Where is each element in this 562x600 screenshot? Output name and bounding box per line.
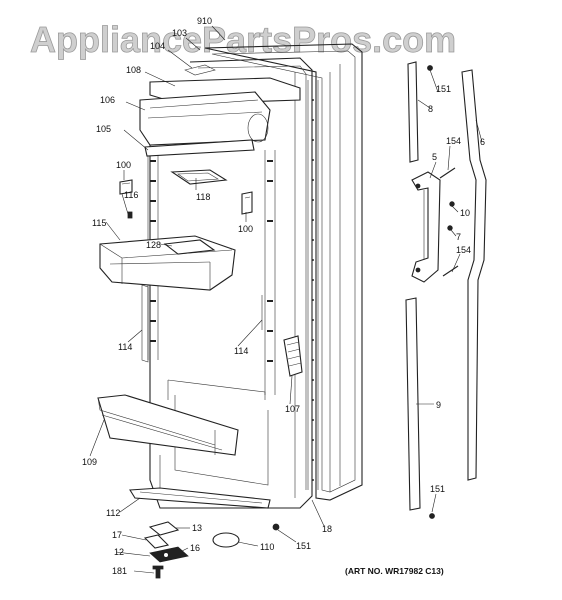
callout-110: 110 <box>260 542 274 552</box>
callout-128: 128 <box>146 240 161 250</box>
callout-103: 103 <box>172 28 187 38</box>
shelf-strip <box>144 139 255 157</box>
callout-151-lower: 151 <box>296 541 311 551</box>
handle-screws <box>447 201 455 231</box>
callout-114-right: 114 <box>234 346 248 356</box>
door-bin-upper <box>99 235 236 291</box>
callout-114-left: 114 <box>118 342 132 352</box>
callout-16: 16 <box>190 543 200 553</box>
screw-lower <box>272 523 280 531</box>
callout-910: 910 <box>197 16 212 26</box>
callout-10: 10 <box>460 208 470 218</box>
callout-7: 7 <box>456 232 461 242</box>
bracket-right <box>241 191 253 215</box>
art-number: (ART NO. WR17982 C13) <box>345 566 444 576</box>
leader-lines <box>89 25 483 574</box>
callout-17: 17 <box>112 530 122 540</box>
callout-116: 116 <box>124 190 138 200</box>
callout-154-upper: 154 <box>446 136 461 146</box>
hinge-parts <box>143 521 189 579</box>
door-edge-strip <box>307 80 319 490</box>
top-shelf-cover <box>139 91 271 146</box>
small-bin <box>170 169 228 185</box>
handle-trim-long <box>461 69 487 481</box>
rail-left <box>141 284 149 363</box>
callout-154-lower: 154 <box>456 245 471 255</box>
bottom-strip <box>129 487 271 509</box>
screws-154 <box>439 167 459 277</box>
callout-151-top: 151 <box>436 84 451 94</box>
callout-107: 107 <box>285 404 300 414</box>
watermark-text: AppliancePartsPros.com <box>30 19 456 60</box>
screw-bottom-right <box>429 513 435 519</box>
callout-9: 9 <box>436 400 441 410</box>
callout-118: 118 <box>196 192 210 202</box>
callout-109: 109 <box>82 457 97 467</box>
callout-6: 6 <box>480 137 485 147</box>
callout-100-right: 100 <box>238 224 253 234</box>
callout-106: 106 <box>100 95 115 105</box>
callout-12: 12 <box>114 547 124 557</box>
door-bin-lower <box>97 394 239 456</box>
callout-100-left: 100 <box>116 160 131 170</box>
callout-104: 104 <box>150 41 165 51</box>
callout-5: 5 <box>432 152 437 162</box>
callout-13: 13 <box>192 523 202 533</box>
handle-trim-upper <box>407 61 433 163</box>
callout-105: 105 <box>96 124 111 134</box>
callout-18: 18 <box>322 524 332 534</box>
callout-115: 115 <box>92 218 106 228</box>
vent-part <box>283 335 303 377</box>
callout-112: 112 <box>106 508 120 518</box>
door-handle <box>411 171 441 283</box>
bracket-left <box>119 179 133 219</box>
hinge-cap <box>212 532 240 548</box>
callout-8: 8 <box>428 104 433 114</box>
door-gasket <box>204 43 363 501</box>
callout-108: 108 <box>126 65 141 75</box>
handle-trim-lower <box>405 297 421 511</box>
callout-151-bottom: 151 <box>430 484 445 494</box>
callout-181: 181 <box>112 566 127 576</box>
callout-labels: 910 103 104 108 106 105 100 116 118 100 … <box>82 16 485 576</box>
